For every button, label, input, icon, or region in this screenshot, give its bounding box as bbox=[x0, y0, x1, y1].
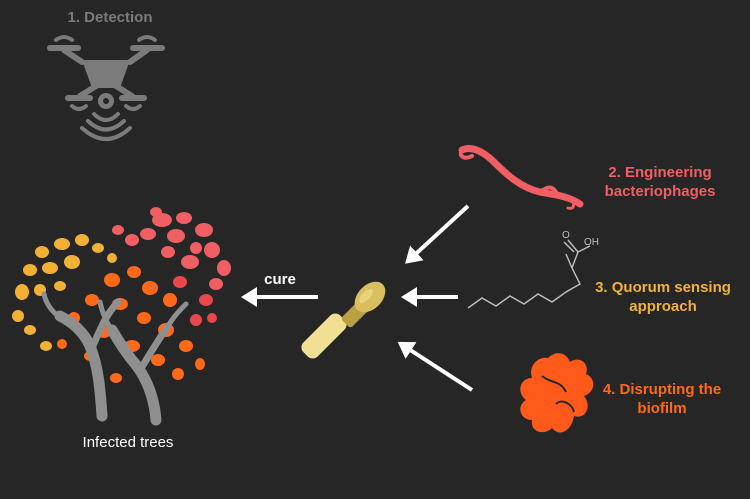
back-canopy-dark bbox=[173, 276, 217, 326]
drone-icon bbox=[47, 35, 165, 141]
cure-label: cure bbox=[264, 271, 296, 288]
dropper-icon bbox=[301, 281, 386, 359]
arrow-from-biofilm bbox=[397, 341, 474, 392]
back-canopy bbox=[112, 207, 231, 290]
molecule-o-label: O bbox=[562, 230, 570, 241]
infected-trees-label: Infected trees bbox=[82, 434, 174, 451]
drone-body bbox=[82, 60, 130, 109]
biofilm-strands bbox=[541, 375, 575, 413]
tree-trunks bbox=[41, 291, 189, 426]
molecule-icon bbox=[467, 239, 591, 309]
arrow-from-engineering bbox=[405, 204, 470, 264]
molecule-oh-label: OH bbox=[584, 237, 599, 248]
bacteriophage-icon bbox=[458, 145, 584, 210]
arrows bbox=[241, 204, 474, 392]
detection-label: 1. Detection bbox=[67, 9, 153, 26]
front-canopy-yellow bbox=[12, 234, 117, 351]
biofilm-icon bbox=[520, 353, 594, 433]
tree-icon bbox=[12, 207, 231, 426]
